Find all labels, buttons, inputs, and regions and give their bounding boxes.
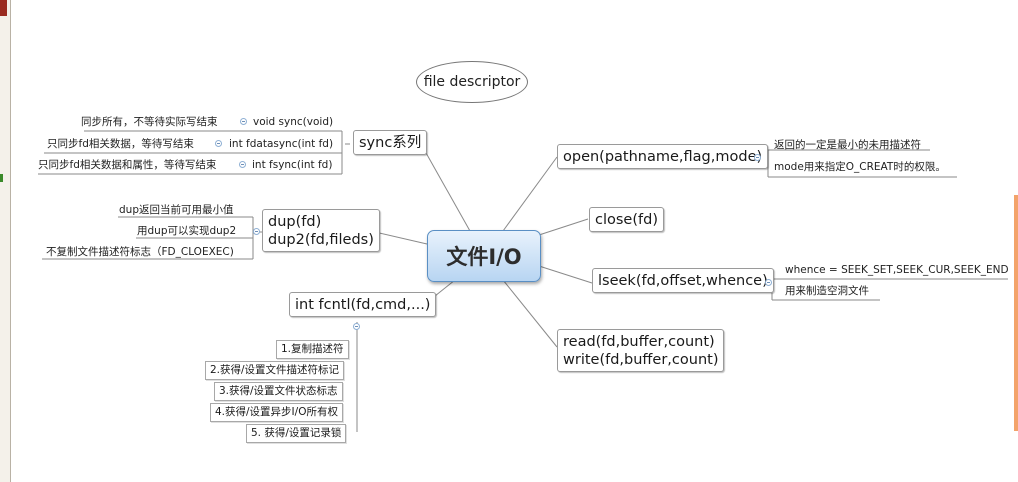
fcntl-item-5[interactable]: 5. 获得/设置记录锁 (246, 424, 347, 443)
open-note-2: mode用来指定O_CREAT时的权限。 (774, 161, 946, 173)
open-note-1: 返回的一定是最小的未用描述符 (774, 139, 921, 151)
collapse-toggle-icon[interactable] (215, 140, 222, 147)
topic-open[interactable]: open(pathname,flag,mode) (557, 144, 769, 169)
topic-dup[interactable]: dup(fd) dup2(fd,fileds) (262, 209, 380, 252)
topic-close[interactable]: close(fd) (589, 207, 664, 232)
topic-dup-line1: dup(fd) (268, 214, 322, 230)
sync-desc-3: 只同步fd相关数据和属性，等待写结束 (38, 159, 217, 171)
collapse-toggle-icon[interactable] (754, 154, 761, 161)
fcntl-item-3[interactable]: 3.获得/设置文件状态标志 (214, 382, 343, 401)
topic-write-line: write(fd,buffer,count) (563, 352, 719, 368)
left-window-edge (0, 0, 11, 482)
collapse-toggle-icon[interactable] (240, 118, 247, 125)
topic-lseek[interactable]: lseek(fd,offset,whence) (592, 268, 774, 293)
fcntl-item-1[interactable]: 1.复制描述符 (276, 340, 349, 359)
sync-func-2: int fdatasync(int fd) (229, 138, 334, 150)
lseek-note-2: 用来制造空洞文件 (785, 285, 869, 297)
collapse-toggle-icon[interactable] (353, 323, 360, 330)
right-window-edge (1014, 195, 1018, 431)
dup-note-3: 不复制文件描述符标志（FD_CLOEXEC) (46, 246, 234, 258)
lseek-note-1: whence = SEEK_SET,SEEK_CUR,SEEK_END (785, 264, 1009, 276)
topic-read-write[interactable]: read(fd,buffer,count) write(fd,buffer,co… (557, 329, 725, 372)
sync-desc-2: 只同步fd相关数据，等待写结束 (47, 138, 194, 150)
dup-note-1: dup返回当前可用最小值 (119, 204, 234, 216)
sync-func-1: void sync(void) (253, 116, 334, 128)
topic-dup-line2: dup2(fd,fileds) (268, 232, 374, 248)
topic-fcntl[interactable]: int fcntl(fd,cmd,...) (289, 292, 437, 317)
fcntl-item-2[interactable]: 2.获得/设置文件描述符标记 (205, 361, 345, 380)
collapse-toggle-icon[interactable] (239, 161, 246, 168)
sync-func-3: int fsync(int fd) (252, 159, 333, 171)
collapse-toggle-icon[interactable] (253, 228, 260, 235)
floating-topic-file-descriptor[interactable]: file descriptor (416, 61, 528, 103)
collapse-toggle-icon[interactable] (765, 279, 772, 286)
topic-read-line: read(fd,buffer,count) (563, 334, 715, 350)
window-edge-marker (0, 0, 7, 16)
window-edge-marker (0, 174, 3, 182)
sync-desc-1: 同步所有，不等待实际写结束 (81, 116, 218, 128)
fcntl-item-4[interactable]: 4.获得/设置异步I/O所有权 (210, 403, 343, 422)
central-topic[interactable]: 文件I/O (427, 230, 541, 282)
topic-sync-series[interactable]: sync系列 (353, 130, 428, 155)
dup-note-2: 用dup可以实现dup2 (137, 225, 237, 237)
